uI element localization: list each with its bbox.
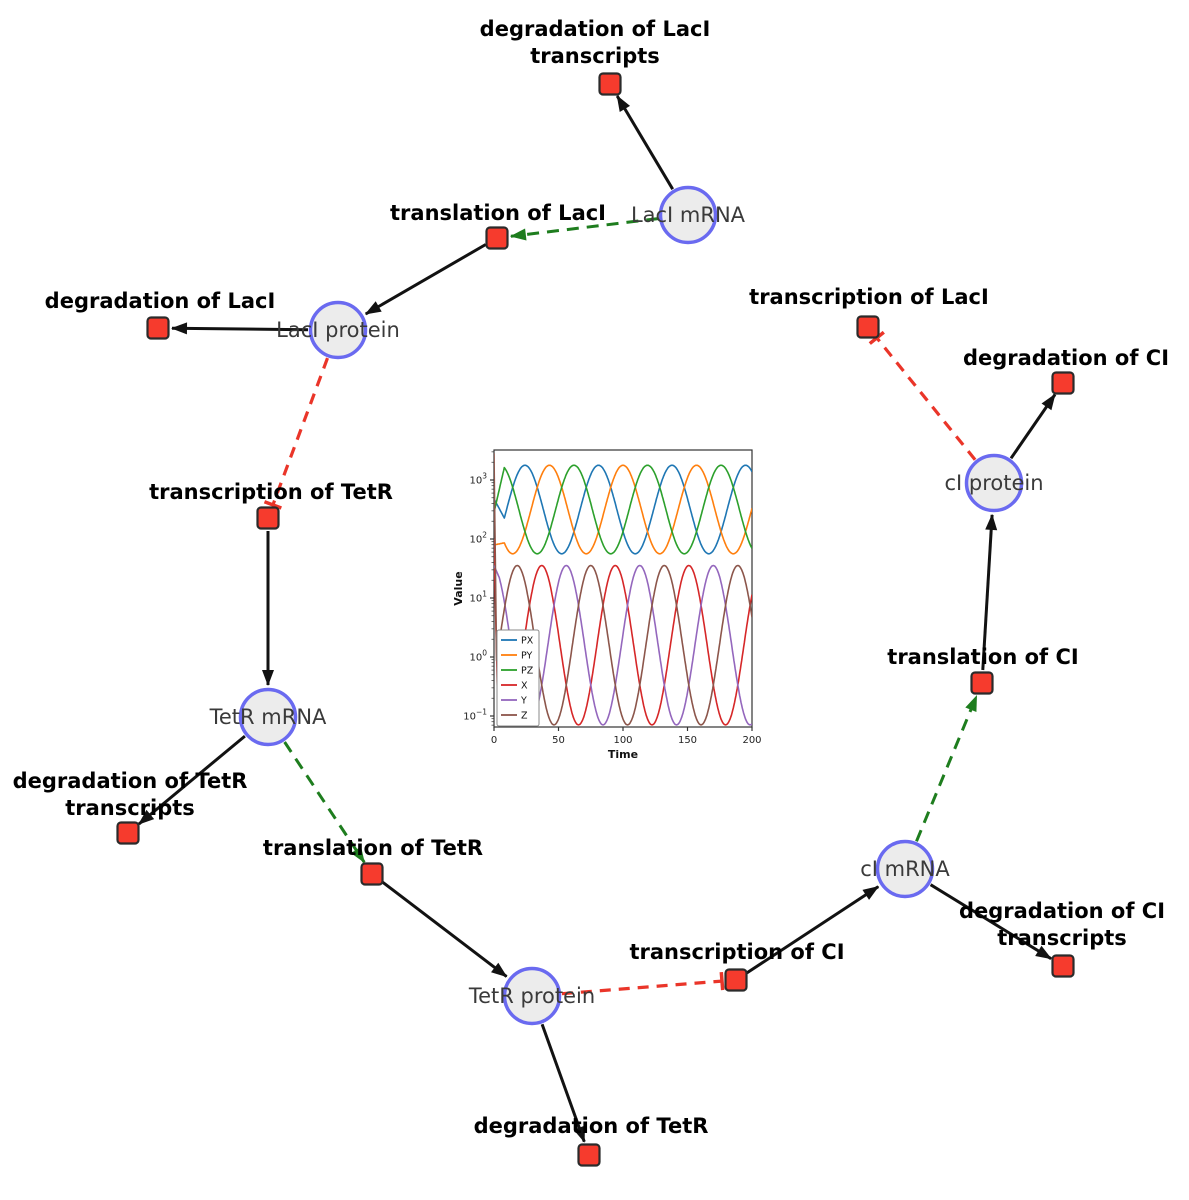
legend-label-PZ: PZ: [521, 666, 534, 677]
reaction-label-tx_ci: transcription of CI: [629, 940, 844, 964]
edge-consumption-ci_protein-deg_ci: [1009, 393, 1057, 460]
edge-production-tl_laci-laci_protein: [364, 243, 487, 316]
edge-production-tl_tetr-tetr_protein: [381, 880, 508, 978]
reaction-label-deg_laci_tx: degradation of LacI: [480, 17, 711, 41]
edge-modifier-tetr_mrna-tl_tetr: [283, 741, 366, 864]
edge-consumption-laci_mrna-deg_laci_tx: [615, 95, 674, 190]
reaction-node-tl_laci[interactable]: [485, 226, 509, 250]
x-tick-label: 50: [552, 735, 565, 746]
legend-box: [496, 629, 540, 727]
species-label-ci_mrna: cI mRNA: [860, 857, 950, 881]
x-tick-label: 150: [678, 735, 697, 746]
species-node-laci_mrna[interactable]: [658, 185, 718, 245]
legend-label-PY: PY: [521, 651, 533, 662]
reaction-node-tx_ci[interactable]: [724, 968, 748, 992]
reaction-node-tl_ci[interactable]: [970, 671, 994, 695]
reaction-label-deg_tetr: degradation of TetR: [474, 1114, 709, 1138]
edge-consumption-tetr_protein-deg_tetr: [540, 1023, 586, 1143]
reaction-label-deg_tetr_tx: transcripts: [65, 796, 195, 820]
species-label-tetr_protein: TetR protein: [468, 984, 595, 1008]
reaction-label-tx_tetr: transcription of TetR: [149, 480, 393, 504]
x-tick-label: 200: [742, 735, 761, 746]
reaction-node-deg_tetr[interactable]: [577, 1143, 601, 1167]
chart-x-axis-label: Time: [608, 748, 638, 761]
series-PZ: [494, 464, 752, 555]
edge-consumption-laci_protein-deg_laci: [171, 322, 309, 335]
reaction-node-deg_laci[interactable]: [146, 316, 170, 340]
legend-label-Y: Y: [520, 696, 527, 707]
reaction-node-deg_ci[interactable]: [1051, 371, 1075, 395]
reaction-label-tx_laci: transcription of LacI: [749, 285, 989, 309]
reaction-label-deg_ci: degradation of CI: [963, 346, 1169, 370]
species-node-ci_mrna[interactable]: [875, 839, 935, 899]
reaction-label-tl_tetr: translation of TetR: [263, 836, 483, 860]
node-layer: degradation of LacI transcripts translatio…: [13, 17, 1169, 1167]
reaction-label-deg_laci_tx: transcripts: [530, 44, 660, 68]
species-node-tetr_mrna[interactable]: [238, 687, 298, 747]
reaction-node-tx_laci[interactable]: [856, 315, 880, 339]
reaction-label-deg_tetr_tx: degradation of TetR: [13, 769, 248, 793]
y-tick-label: 100: [469, 649, 487, 664]
legend-label-PX: PX: [521, 636, 534, 647]
reaction-label-tl_laci: translation of LacI: [390, 201, 606, 225]
reaction-node-tl_tetr[interactable]: [360, 862, 384, 886]
edge-inhibition-laci_protein-tx_tetr: [263, 357, 329, 510]
species-node-ci_protein[interactable]: [964, 453, 1024, 513]
edge-modifier-laci_mrna-tl_laci: [509, 217, 659, 241]
y-tick-label: 102: [469, 531, 487, 546]
x-tick-label: 0: [491, 735, 497, 746]
y-tick-label: 103: [469, 472, 487, 487]
edge-inhibition-tetr_protein-tx_ci: [561, 971, 725, 996]
legend-label-Z: Z: [521, 711, 528, 722]
reaction-node-deg_ci_tx[interactable]: [1051, 954, 1075, 978]
edge-production-tl_ci-ci_protein: [981, 513, 998, 671]
reaction-label-deg_ci_tx: transcripts: [997, 926, 1127, 950]
reaction-label-deg_laci: degradation of LacI: [45, 289, 276, 313]
series-X: [494, 538, 752, 726]
species-node-tetr_protein[interactable]: [502, 966, 562, 1026]
species-node-laci_protein[interactable]: [308, 300, 368, 360]
species-label-laci_protein: LacI protein: [276, 318, 400, 342]
chart-y-axis-label: Value: [452, 571, 465, 605]
reaction-label-deg_ci_tx: degradation of CI: [959, 899, 1165, 923]
reaction-label-tl_ci: translation of CI: [887, 645, 1078, 669]
species-label-laci_mrna: LacI mRNA: [631, 203, 746, 227]
edge-modifier-ci_mrna-tl_ci: [915, 694, 978, 842]
chart-legend: PX PY PZ XYZ: [496, 629, 540, 727]
species-label-tetr_mrna: TetR mRNA: [209, 705, 327, 729]
edge-inhibition-ci_protein-tx_laci: [868, 330, 977, 461]
edge-production-tx_ci-ci_mrna: [746, 885, 880, 975]
species-label-ci_protein: cI protein: [944, 471, 1043, 495]
y-tick-label: 101: [469, 590, 487, 605]
edge-consumption-tetr_mrna-deg_tetr_tx: [137, 734, 246, 826]
y-tick-label: 10−1: [463, 708, 487, 723]
legend-label-X: X: [521, 681, 528, 692]
reaction-node-deg_laci_tx[interactable]: [598, 72, 622, 96]
reaction-node-deg_tetr_tx[interactable]: [116, 821, 140, 845]
x-tick-label: 100: [613, 735, 632, 746]
reaction-node-tx_tetr[interactable]: [256, 506, 280, 530]
edge-consumption-ci_mrna-deg_ci_tx: [929, 883, 1052, 960]
edge-layer: [137, 95, 1057, 1143]
